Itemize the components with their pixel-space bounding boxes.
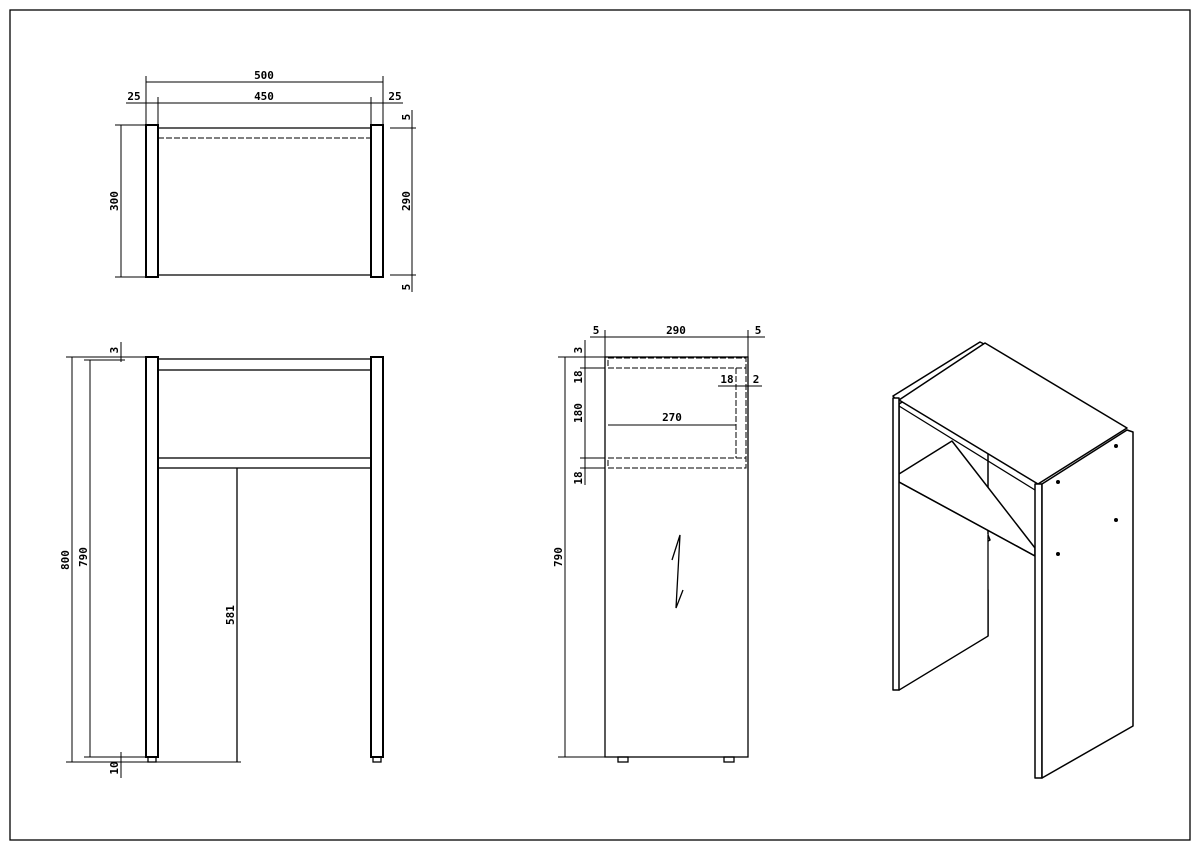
dim-back-thickness: 18	[720, 373, 733, 386]
dim-inner-depth: 290	[400, 191, 413, 211]
front-view: 800 790 3 10 581	[59, 342, 384, 778]
shelf-hidden	[607, 457, 747, 469]
dowel-hole-icon	[1114, 518, 1118, 522]
dim-shelf-board: 18	[572, 471, 585, 484]
dim-foot-height: 10	[108, 761, 121, 774]
dim-right-panel: 25	[388, 90, 401, 103]
left-panel	[145, 356, 159, 758]
break-symbol	[671, 534, 684, 609]
dim-side-top-offset: 3	[572, 347, 585, 354]
top-view: 500 450 25 25 300 290 5 5	[108, 69, 416, 292]
dim-shelf-depth: 270	[662, 411, 682, 424]
right-panel	[370, 124, 384, 278]
top-board-hidden	[607, 357, 747, 369]
top-board	[157, 358, 372, 371]
side-panel	[604, 356, 749, 758]
dim-left-offset: 5	[593, 324, 600, 337]
left-panel	[145, 124, 159, 278]
dim-right-offset: 5	[755, 324, 762, 337]
isometric-view	[892, 341, 1134, 779]
iso-right-panel	[1041, 429, 1134, 779]
dim-back-gap: 2	[753, 373, 760, 386]
dim-shelf-gap: 180	[572, 403, 585, 423]
dim-depth: 300	[108, 191, 121, 211]
iso-top	[898, 342, 1128, 485]
iso-left-panel	[892, 397, 900, 691]
dim-offset-bottom: 5	[400, 284, 413, 291]
dim-side-height: 790	[552, 547, 565, 567]
dim-back-panel-height: 581	[224, 605, 237, 625]
iso-right-panel-edge	[1034, 483, 1043, 779]
dim-left-panel: 25	[127, 90, 140, 103]
shelf	[157, 457, 372, 469]
dim-top-offset: 3	[108, 347, 121, 354]
side-view: 290 5 5 790 3 18 180 18 270 18 2	[552, 324, 765, 763]
dim-panel-height: 790	[77, 547, 90, 567]
dim-overall-width: 500	[254, 69, 274, 82]
drawing-border	[9, 9, 1191, 841]
dim-inner-width: 450	[254, 90, 274, 103]
dim-overall-height: 800	[59, 550, 72, 570]
dowel-hole-icon	[1056, 480, 1060, 484]
dim-top-board: 18	[572, 370, 585, 383]
dowel-hole-icon	[1114, 444, 1118, 448]
dim-offset-top: 5	[400, 114, 413, 121]
right-panel	[370, 356, 384, 758]
dim-side-width: 290	[666, 324, 686, 337]
dowel-hole-icon	[1056, 552, 1060, 556]
